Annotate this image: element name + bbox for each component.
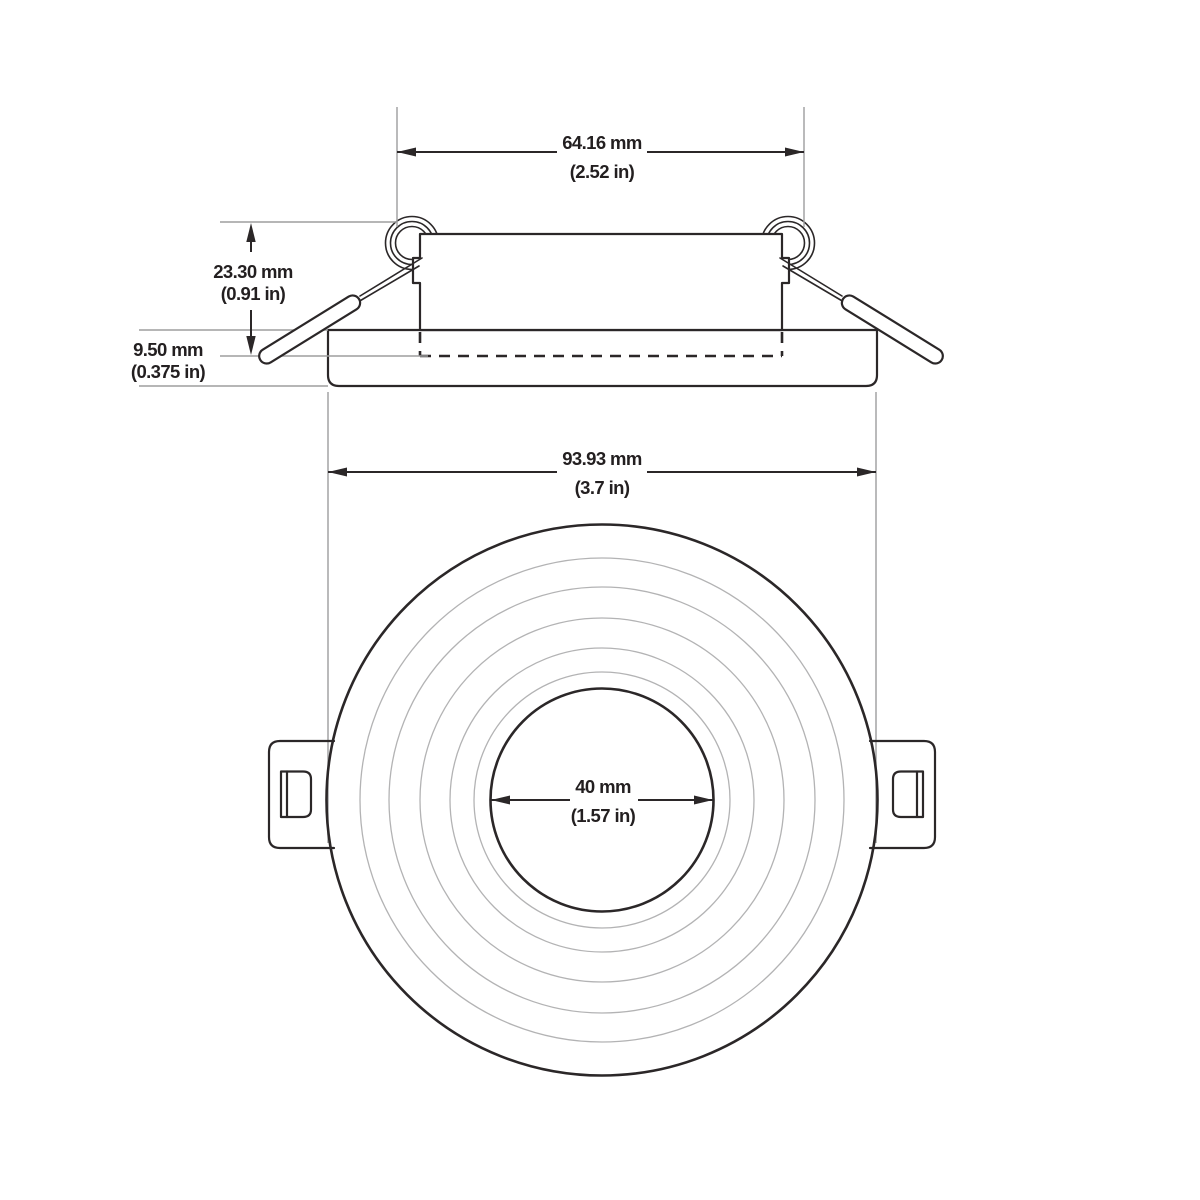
dim-clip-span-inch-label: (2.52 in) bbox=[570, 161, 635, 182]
arrowhead-up bbox=[246, 223, 256, 242]
outer-rim-circle bbox=[325, 523, 879, 1077]
dim-overall-diameter-inch-label: (3.7 in) bbox=[575, 477, 630, 498]
left-spring-handle bbox=[258, 294, 362, 365]
right-tab-slot bbox=[891, 770, 925, 819]
left-spring-arm bbox=[258, 257, 423, 365]
dim-clip-span-mm-label: 64.16 mm bbox=[562, 132, 642, 153]
dim-flange-height-mm-label: 9.50 mm bbox=[133, 339, 203, 360]
aperture-circle bbox=[489, 687, 715, 913]
dim-flange-height-inch-label: (0.375 in) bbox=[131, 361, 206, 382]
arrowhead-right bbox=[785, 147, 804, 157]
housing-outline bbox=[411, 232, 791, 332]
dim-overall-diameter: 93.93 mm (3.7 in) bbox=[328, 448, 876, 498]
left-mounting-tab bbox=[267, 739, 336, 850]
flange-outline bbox=[326, 328, 879, 388]
dim-clip-span: 64.16 mm (2.52 in) bbox=[397, 132, 804, 182]
dim-hole-diameter-inch-label: (1.57 in) bbox=[571, 805, 636, 826]
dim-housing-height-mm-label: 23.30 mm bbox=[213, 261, 293, 282]
hidden-edge-dashed-outline bbox=[418, 332, 784, 358]
arrowhead-left bbox=[491, 795, 510, 805]
arrowhead-right bbox=[857, 467, 876, 477]
left-tab-slot bbox=[279, 770, 313, 819]
trim-rings bbox=[325, 523, 879, 1077]
dim-housing-height: 23.30 mm (0.91 in) bbox=[213, 223, 294, 355]
dim-housing-height-inch-label: (0.91 in) bbox=[221, 283, 286, 304]
arrowhead-right bbox=[694, 795, 713, 805]
dim-hole-diameter-mm-label: 40 mm bbox=[575, 776, 631, 797]
dim-hole-diameter: 40 mm (1.57 in) bbox=[491, 776, 713, 826]
dim-overall-diameter-mm-label: 93.93 mm bbox=[562, 448, 642, 469]
right-mounting-tab bbox=[868, 739, 937, 850]
arrowhead-left bbox=[328, 467, 347, 477]
dim-flange-height: 9.50 mm (0.375 in) bbox=[131, 339, 206, 382]
arrowhead-down bbox=[246, 336, 256, 355]
right-spring-arm bbox=[779, 257, 944, 365]
side-view: 64.16 mm (2.52 in) 23.30 mm (0.91 in) 9.… bbox=[131, 107, 944, 388]
front-view: 93.93 mm (3.7 in) bbox=[267, 392, 937, 1077]
arrowhead-left bbox=[397, 147, 416, 157]
right-spring-handle bbox=[840, 294, 944, 365]
